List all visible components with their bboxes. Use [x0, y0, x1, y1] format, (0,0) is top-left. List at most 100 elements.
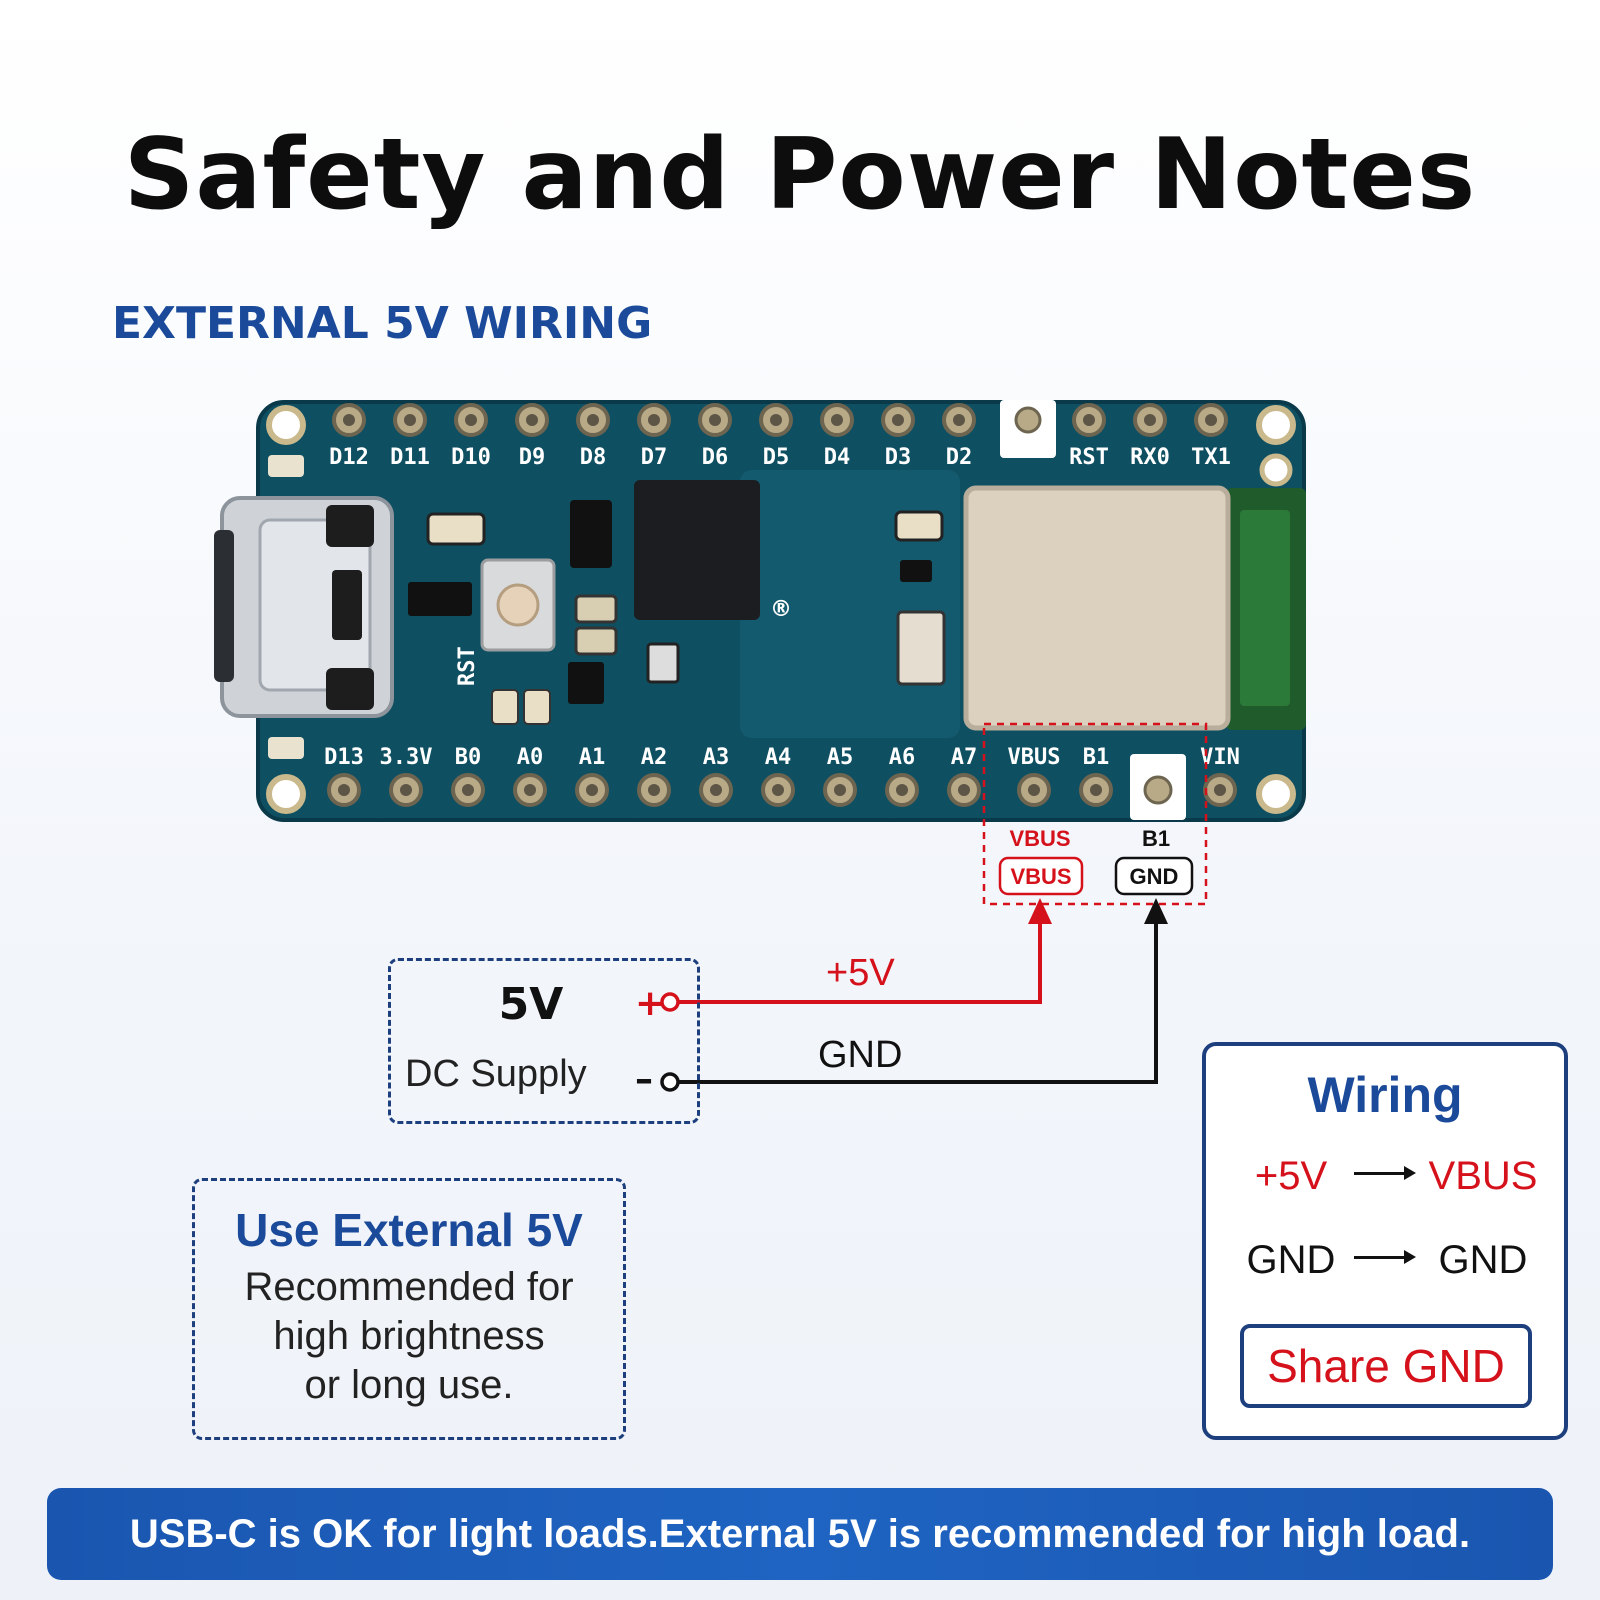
pin-label: D7 — [641, 445, 668, 470]
top-extra-pad — [1014, 406, 1042, 434]
pin-label: D6 — [702, 445, 729, 470]
pin-label: D9 — [519, 445, 546, 470]
pin-hole — [587, 414, 599, 426]
external-note-line: Recommended for — [244, 1265, 574, 1309]
gnd-tag-box — [1114, 856, 1194, 896]
ground-wire — [678, 918, 1158, 1084]
plus-sign: + — [635, 983, 666, 1024]
pin-hole — [958, 784, 970, 796]
supply-label: DC Supply — [405, 1053, 587, 1095]
pin-label: A0 — [517, 745, 544, 770]
ground-wire-label: GND — [818, 1034, 903, 1076]
pin-hole — [831, 414, 843, 426]
positive-terminal — [660, 992, 680, 1012]
pin-label: B0 — [455, 745, 482, 770]
pin-hole — [710, 784, 722, 796]
page-title: Safety and Power Notes — [123, 118, 1477, 232]
b1-callout-top: B1 — [1142, 826, 1170, 851]
pin-label: D5 — [763, 445, 790, 470]
pin-label: B1 — [1083, 745, 1110, 770]
reset-label: RST — [455, 646, 480, 686]
pin-label: D10 — [451, 445, 491, 470]
pin-hole — [709, 414, 721, 426]
section-heading: EXTERNAL 5V WIRING — [112, 298, 653, 349]
usb-c-connector — [214, 496, 394, 718]
pin-hole — [462, 784, 474, 796]
pin-label: 3.3V — [380, 745, 433, 770]
pin-hole — [770, 414, 782, 426]
pin-label: A4 — [765, 745, 792, 770]
pin-hole — [772, 784, 784, 796]
pin-hole — [1090, 784, 1102, 796]
vbus-tag-box — [998, 856, 1084, 896]
supply-voltage: 5V — [498, 979, 564, 1030]
vbus-gnd-callout — [982, 722, 1208, 906]
registered-mark: ® — [770, 597, 792, 622]
pin-label: D8 — [580, 445, 607, 470]
b1-extra-pad — [1143, 775, 1173, 805]
pin-hole — [586, 784, 598, 796]
pin-label: D4 — [824, 445, 851, 470]
pin-label: RX0 — [1130, 445, 1170, 470]
pin-hole — [1144, 414, 1156, 426]
top-pin-pads — [332, 403, 1228, 437]
pin-hole — [404, 414, 416, 426]
pin-label: A2 — [641, 745, 668, 770]
pin-hole — [338, 784, 350, 796]
pin-label: A3 — [703, 745, 730, 770]
minus-sign: – — [635, 1059, 653, 1100]
pin-hole — [526, 414, 538, 426]
positive-wire-label: +5V — [826, 952, 895, 994]
pin-hole — [953, 414, 965, 426]
pin-label: D13 — [324, 745, 364, 770]
wiring-row-power: +5V VBUS — [1206, 1154, 1564, 1204]
wireless-module — [963, 485, 1306, 731]
pin-hole — [524, 784, 536, 796]
wiring-to: VBUS — [1428, 1154, 1538, 1198]
external-note-line: or long use. — [304, 1363, 514, 1407]
positive-wire — [678, 918, 1042, 1004]
positive-arrowhead — [1028, 898, 1052, 924]
wiring-from: +5V — [1254, 1154, 1328, 1198]
pin-label: VBUS — [1008, 745, 1061, 770]
pin-label: D2 — [946, 445, 973, 470]
external-5v-note: Use External 5V Recommended for high bri… — [192, 1178, 626, 1440]
vbus-tag: VBUS — [1010, 864, 1071, 889]
pin-label: D12 — [329, 445, 369, 470]
arrow-right-icon — [1354, 1166, 1416, 1180]
pin-label: A5 — [827, 745, 854, 770]
pin-hole — [343, 414, 355, 426]
pin-label: A7 — [951, 745, 978, 770]
wiring-to: GND — [1438, 1238, 1528, 1282]
pin-hole — [1083, 414, 1095, 426]
external-note-title: Use External 5V — [235, 1204, 583, 1256]
mcu-chip — [634, 480, 760, 620]
external-note-body: Recommended for high brightness or long … — [195, 1263, 623, 1410]
pin-hole — [1205, 414, 1217, 426]
wiring-row-ground: GND GND — [1206, 1238, 1564, 1288]
dc-supply-box: 5V DC Supply + – — [388, 958, 700, 1124]
footer-banner: USB-C is OK for light loads.External 5V … — [47, 1488, 1553, 1580]
pin-hole — [834, 784, 846, 796]
pin-hole — [896, 784, 908, 796]
share-gnd-badge: Share GND — [1240, 1324, 1532, 1408]
pin-label: TX1 — [1191, 445, 1231, 470]
reset-button — [480, 558, 556, 652]
pin-label: A1 — [579, 745, 606, 770]
arrow-right-icon — [1354, 1250, 1416, 1264]
wiring-from: GND — [1246, 1238, 1336, 1282]
gnd-tag: GND — [1130, 864, 1179, 889]
pin-label: D3 — [885, 445, 912, 470]
pin-label: A6 — [889, 745, 916, 770]
smd-components — [268, 455, 946, 759]
wiring-summary-card: Wiring +5V VBUS GND GND Share GND — [1202, 1042, 1568, 1440]
pin-hole — [648, 414, 660, 426]
mounting-holes — [266, 405, 1296, 814]
ground-arrowhead — [1144, 898, 1168, 924]
vbus-callout-top: VBUS — [1009, 826, 1070, 851]
negative-terminal — [660, 1072, 680, 1092]
pin-label: D11 — [390, 445, 430, 470]
pin-hole — [1028, 784, 1040, 796]
